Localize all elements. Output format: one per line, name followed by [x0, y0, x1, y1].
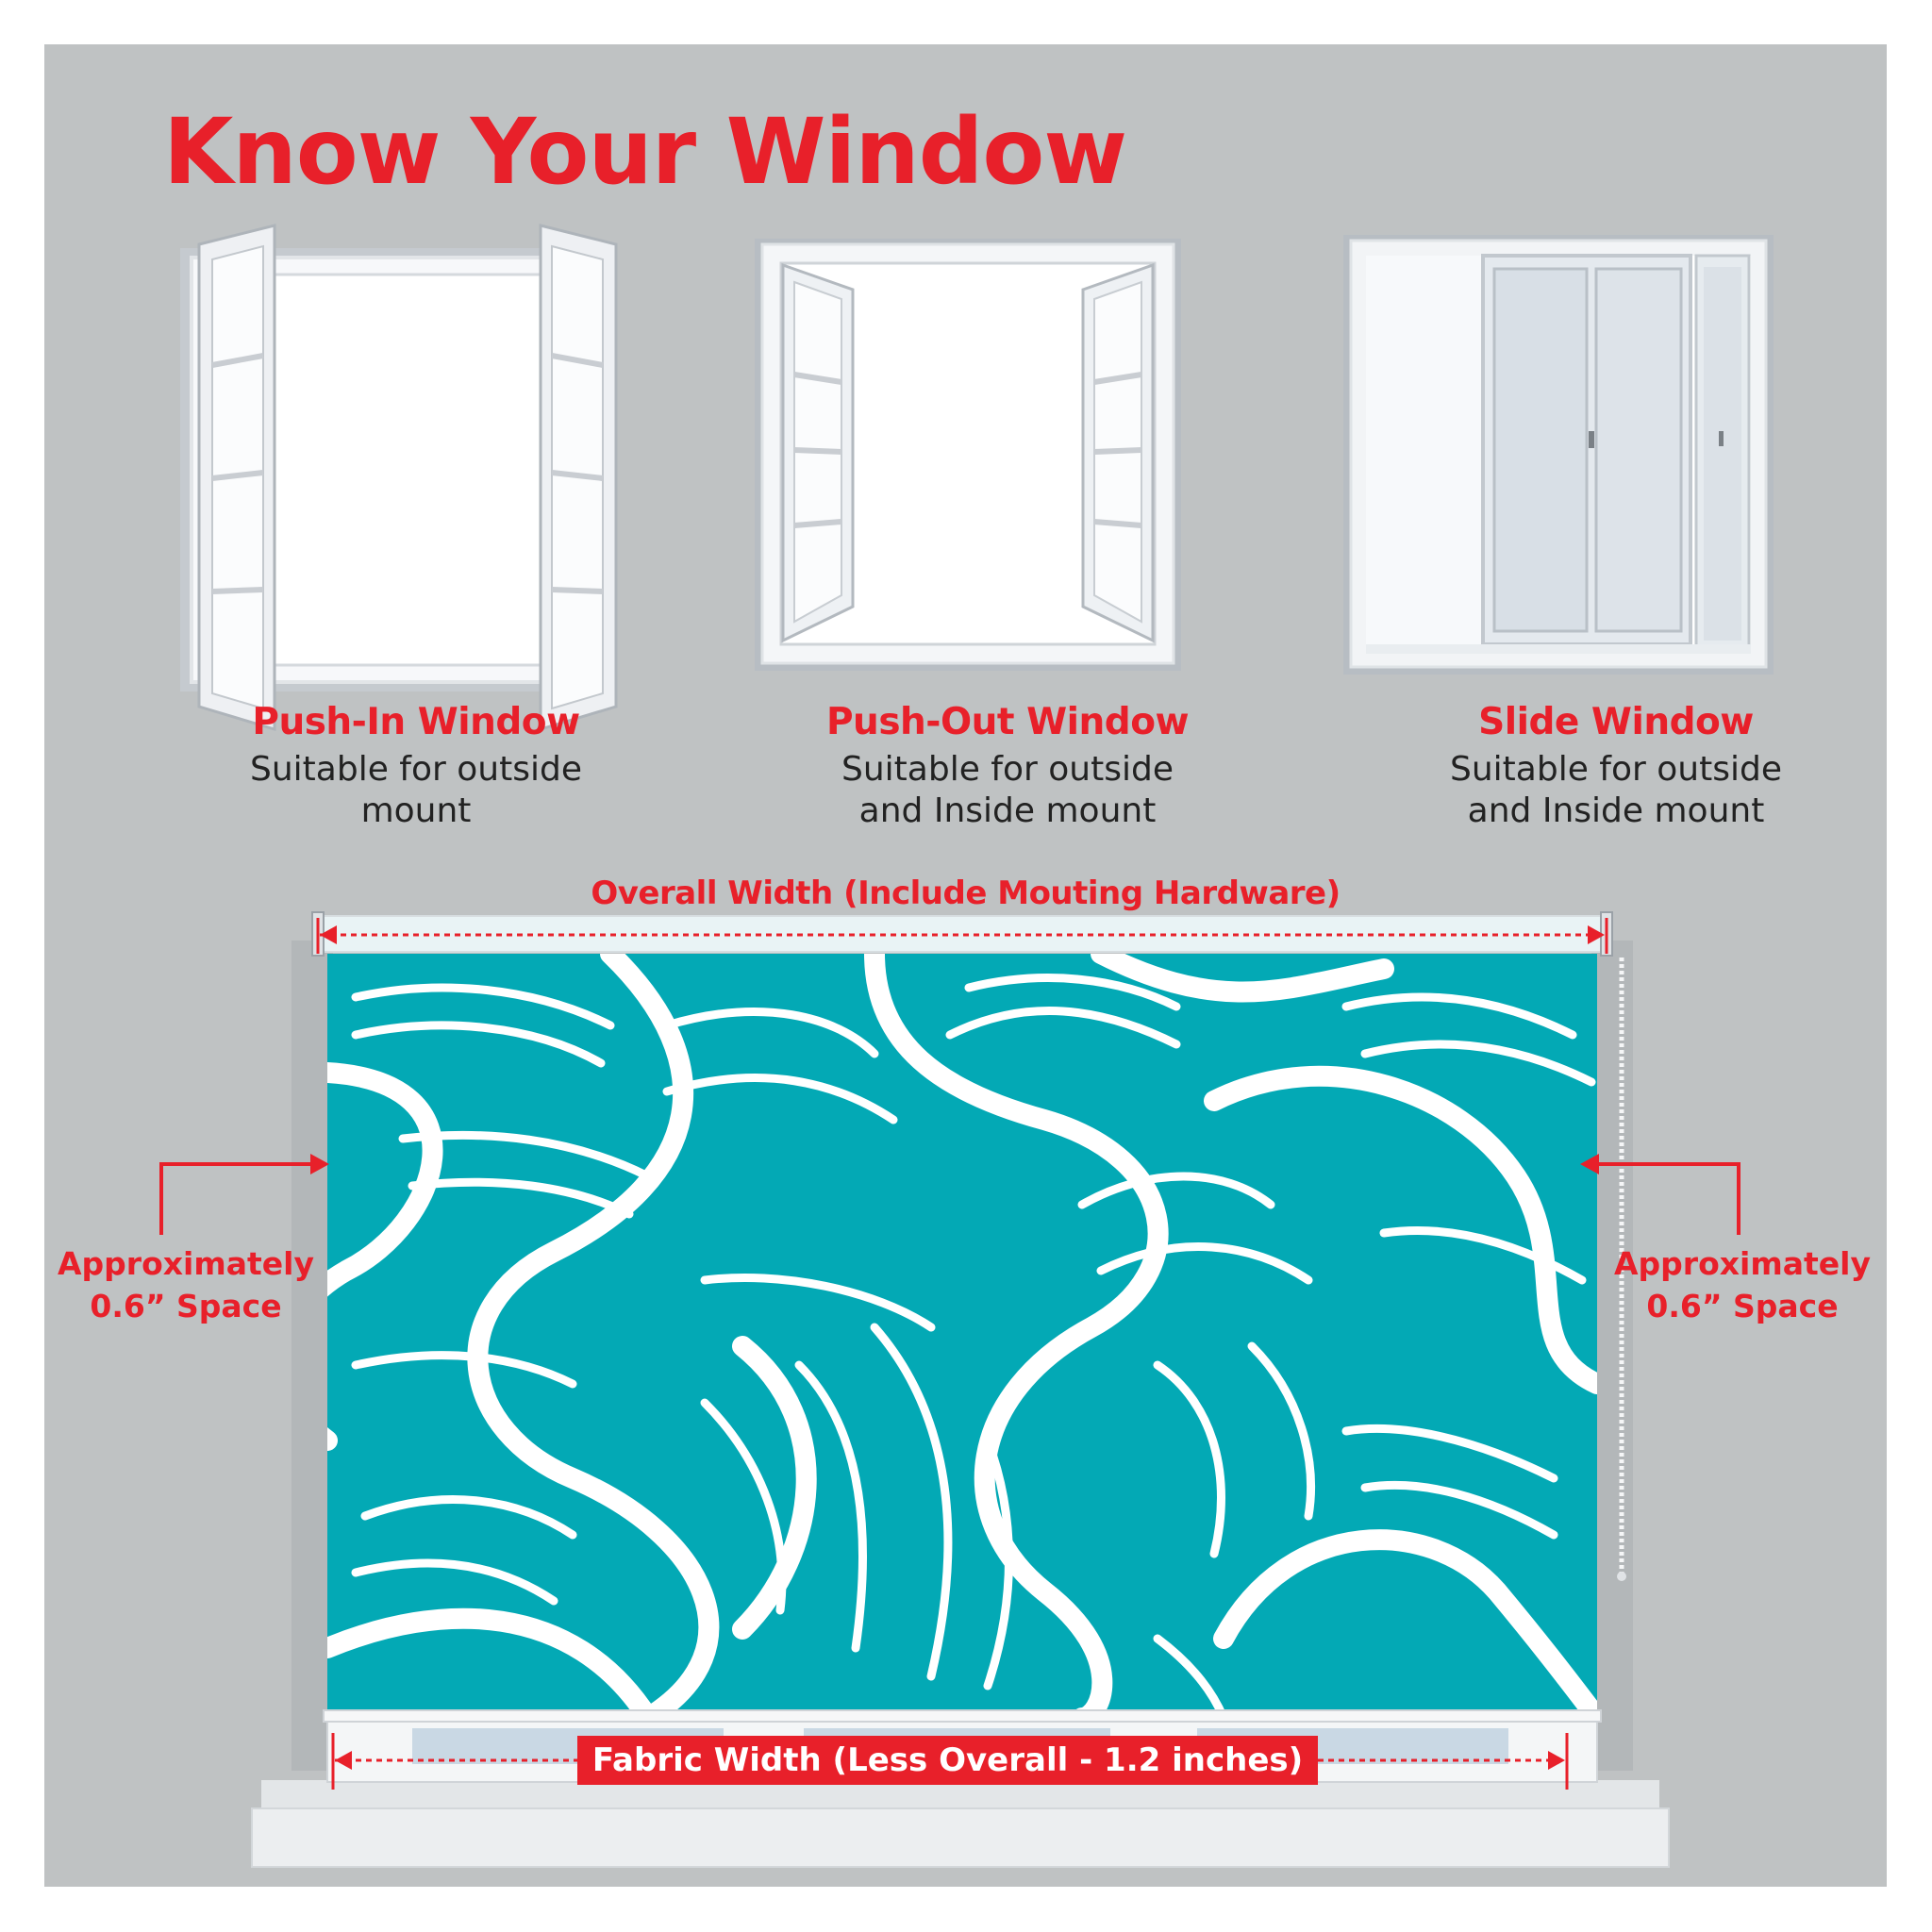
background-panel: Know Your Window — [44, 44, 1887, 1887]
overall-width-dimension — [316, 918, 1608, 954]
push-out-caption: Push-Out Window Suitable for outside and… — [743, 701, 1272, 832]
window-sill — [251, 1807, 1670, 1868]
left-space-callout — [159, 1154, 329, 1235]
slide-desc-line2: and Inside mount — [1467, 791, 1765, 830]
fabric-width-dimension — [331, 1733, 1569, 1790]
push-in-window-desc: Suitable for outside mount — [152, 749, 680, 832]
push-in-caption: Push-In Window Suitable for outside moun… — [152, 701, 680, 832]
left-space-label: Approximately 0.6” Space — [44, 1242, 327, 1327]
slide-window-icon — [1343, 235, 1774, 675]
left-space-line1: Approximately — [58, 1245, 314, 1282]
right-space-line1: Approximately — [1614, 1245, 1871, 1282]
fabric-width-label: Fabric Width (Less Overall - 1.2 inches) — [591, 1741, 1304, 1779]
push-in-window-icon — [180, 224, 618, 732]
fabric-width-banner — [577, 1736, 1318, 1785]
blind-fabric — [327, 954, 1597, 1718]
push-out-window-name: Push-Out Window — [825, 701, 1190, 743]
push-out-desc-line1: Suitable for outside — [841, 750, 1174, 789]
right-space-label: Approximately 0.6” Space — [1601, 1242, 1884, 1327]
right-wall-frame — [1591, 941, 1633, 1771]
push-out-window-desc: Suitable for outside and Inside mount — [743, 749, 1272, 832]
push-in-window-name: Push-In Window — [252, 701, 580, 743]
slide-window-desc: Suitable for outside and Inside mount — [1352, 749, 1880, 832]
slide-caption: Slide Window Suitable for outside and In… — [1352, 701, 1880, 832]
roller-blind-diagram — [159, 911, 1740, 1868]
slide-desc-line1: Suitable for outside — [1450, 750, 1782, 789]
push-in-desc-line1: Suitable for outside — [250, 750, 582, 789]
chain-weight — [1617, 1572, 1626, 1581]
page-title: Know Your Window — [163, 99, 1127, 205]
left-wall-frame — [291, 941, 333, 1771]
slide-window-name: Slide Window — [1478, 701, 1754, 743]
right-space-line2: 0.6” Space — [1646, 1288, 1839, 1324]
right-space-callout — [1580, 1154, 1740, 1235]
overall-width-label: Overall Width (Include Mouting Hardware) — [591, 874, 1341, 912]
left-space-line2: 0.6” Space — [90, 1288, 282, 1324]
bottom-bar — [323, 1709, 1602, 1723]
push-out-window-icon — [755, 239, 1181, 671]
push-in-desc-line2: mount — [360, 791, 472, 830]
push-out-desc-line2: and Inside mount — [858, 791, 1157, 830]
